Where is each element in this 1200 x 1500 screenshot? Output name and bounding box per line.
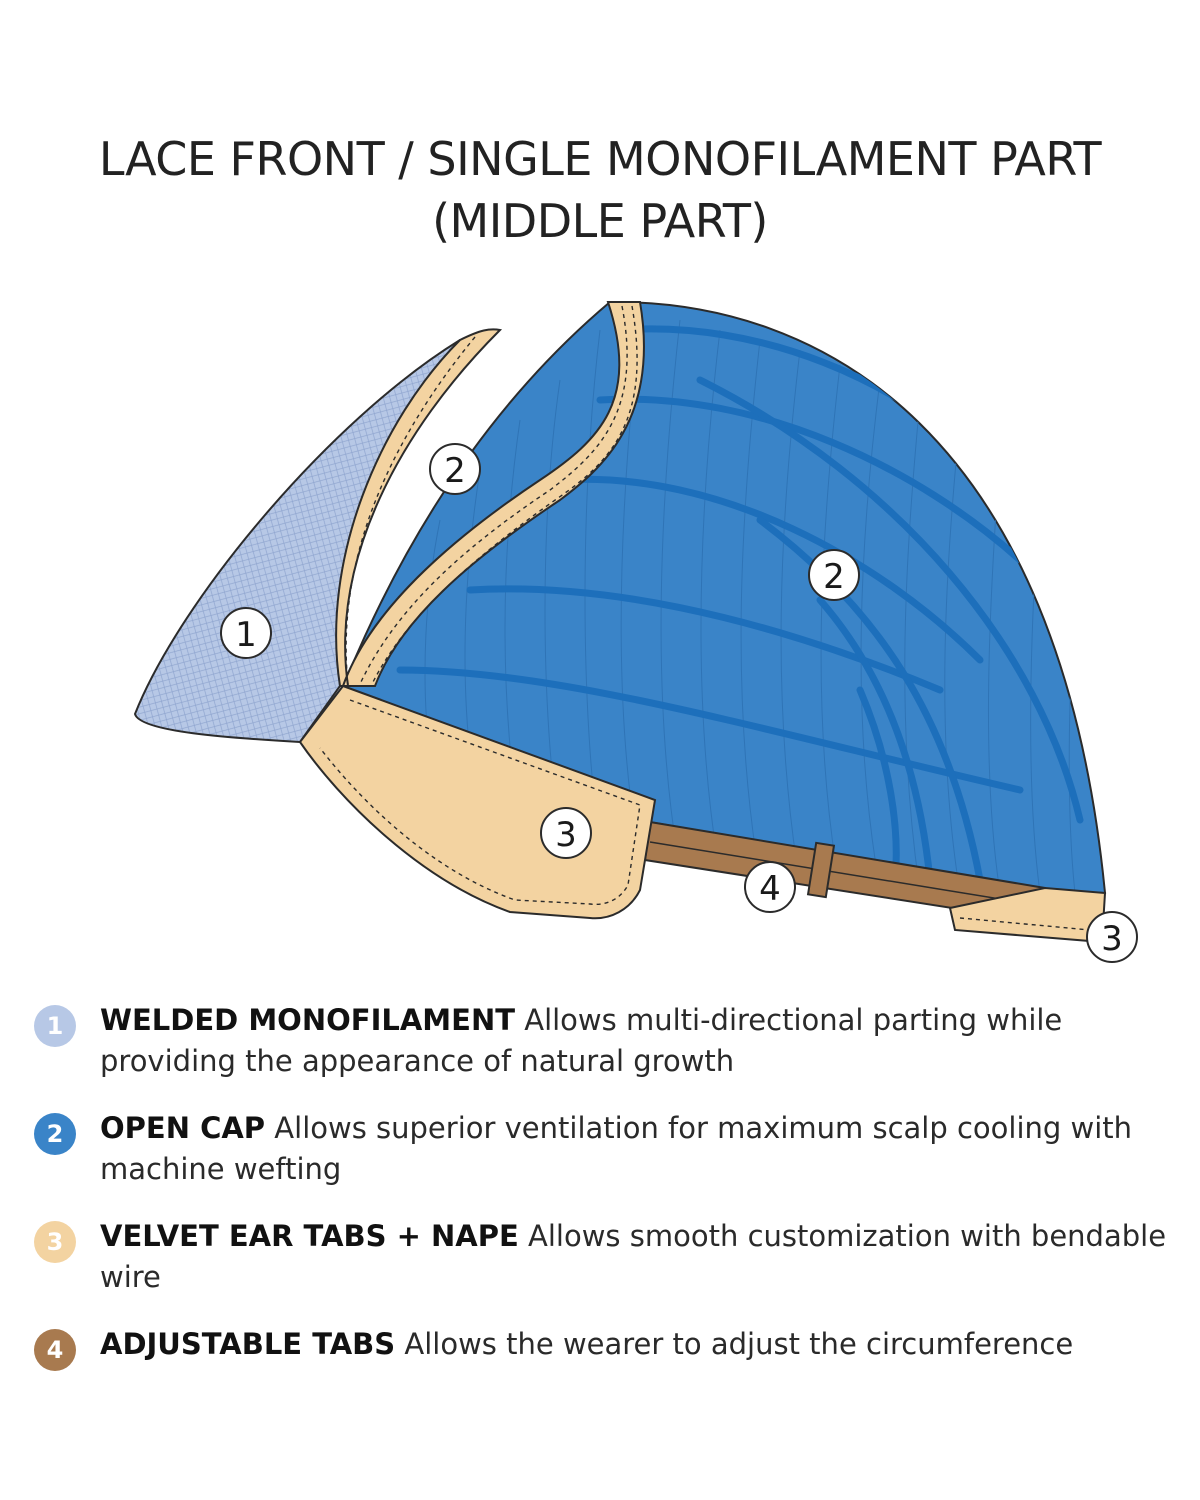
svg-text:2: 2 — [444, 451, 466, 491]
legend-item-velvet-ear-tabs-nape: 3 VELVET EAR TABS + NAPE Allows smooth c… — [30, 1216, 1180, 1298]
strap-buckle — [806, 841, 836, 899]
legend-term: VELVET EAR TABS + NAPE — [100, 1219, 519, 1253]
machine-weft-lines — [396, 319, 1084, 893]
legend-term: ADJUSTABLE TABS — [100, 1327, 396, 1361]
svg-text:4: 4 — [759, 869, 781, 909]
velvet-part-trim — [335, 301, 645, 687]
legend-term: OPEN CAP — [100, 1111, 266, 1145]
legend-item-open-cap: 2 OPEN CAP Allows superior ventilation f… — [30, 1108, 1180, 1190]
legend: 1 WELDED MONOFILAMENT Allows multi-direc… — [30, 1000, 1180, 1391]
legend-description: Allows superior ventilation for maximum … — [100, 1111, 1133, 1186]
legend-item-adjustable-tabs: 4 ADJUSTABLE TABS Allows the wearer to a… — [30, 1324, 1180, 1371]
diagram-title: LACE FRONT / SINGLE MONOFILAMENT PART (M… — [0, 128, 1200, 252]
callout-open-cap-top: 2 — [429, 443, 481, 495]
legend-term: WELDED MONOFILAMENT — [100, 1003, 516, 1037]
callout-nape: 3 — [1086, 911, 1138, 963]
legend-description: Allows multi-directional parting while p… — [100, 1003, 1063, 1078]
velvet-ear-tab — [298, 684, 657, 920]
svg-text:3: 3 — [1101, 919, 1123, 959]
legend-badge: 2 — [34, 1113, 76, 1155]
wig-cap-diagram: 1 2 2 3 4 3 — [133, 300, 1138, 963]
title-line-2: (MIDDLE PART) — [432, 194, 768, 248]
legend-badge: 4 — [34, 1329, 76, 1371]
legend-item-welded-monofilament: 1 WELDED MONOFILAMENT Allows multi-direc… — [30, 1000, 1180, 1082]
callout-open-cap-main: 2 — [808, 549, 860, 601]
legend-description: Allows the wearer to adjust the circumfe… — [404, 1327, 1074, 1361]
legend-badge: 3 — [34, 1221, 76, 1263]
open-cap-region — [320, 300, 1107, 895]
legend-badge: 1 — [34, 1005, 76, 1047]
svg-text:1: 1 — [235, 615, 257, 655]
svg-text:3: 3 — [555, 815, 577, 855]
svg-text:2: 2 — [823, 557, 845, 597]
callout-welded: 1 — [220, 607, 272, 659]
title-line-1: LACE FRONT / SINGLE MONOFILAMENT PART — [98, 132, 1102, 186]
legend-description: Allows smooth customization with bendabl… — [100, 1219, 1167, 1294]
callout-ear-tab: 3 — [540, 807, 592, 859]
callout-adjustable: 4 — [744, 861, 796, 913]
